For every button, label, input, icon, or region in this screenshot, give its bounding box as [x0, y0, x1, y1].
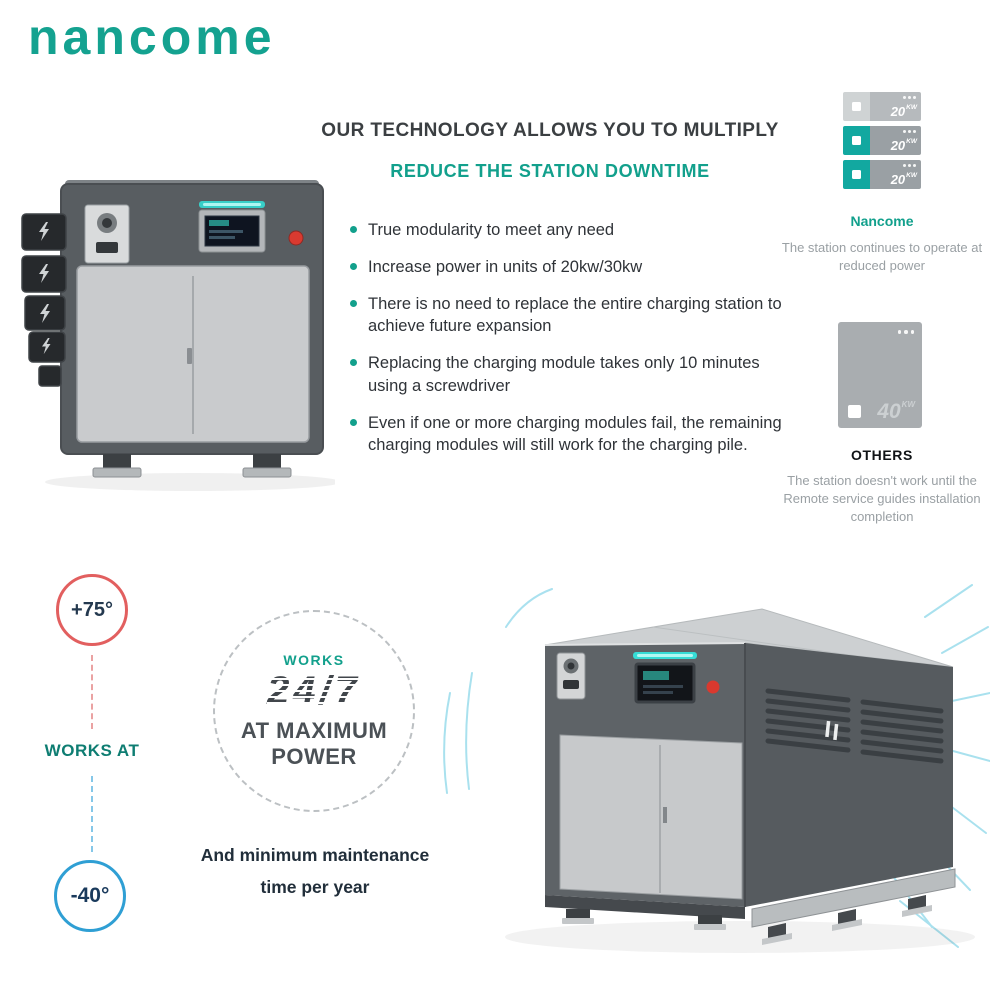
- side-vents-icon: [765, 688, 944, 764]
- module-body: 20KW: [870, 126, 921, 155]
- nancome-modules-panel: 20KW 20KW 20KW: [843, 92, 921, 194]
- charging-station-3d-illustration: [443, 584, 990, 953]
- main-title: OUR TECHNOLOGY ALLOWS YOU TO MULTIPLY: [321, 120, 779, 141]
- bullet-icon: [350, 226, 357, 233]
- station-base-3d: [545, 868, 956, 945]
- bullet-icon: [350, 418, 357, 426]
- temperature-connector-line-bottom: [91, 776, 93, 852]
- module-body: 20KW: [870, 92, 921, 121]
- module-power-label: 20KW: [890, 104, 917, 119]
- nancome-brand-label: Nancome: [850, 213, 914, 229]
- nancome-description: The station continues to operate at redu…: [781, 240, 983, 274]
- feature-item: There is no need to replace the entire c…: [350, 293, 792, 337]
- module-dots-icon: [903, 96, 916, 99]
- subtitle: REDUCE THE STATION DOWNTIME: [390, 161, 710, 181]
- temperature-connector-line-top: [91, 655, 93, 729]
- feature-text: Even if one or more charging modules fai…: [368, 413, 782, 454]
- power-module-active: 20KW: [843, 160, 921, 189]
- feature-item: Increase power in units of 20kw/30kw: [350, 256, 792, 278]
- works-at-label: WORKS AT: [44, 741, 140, 760]
- max-temperature-badge: +75°: [56, 574, 128, 646]
- maintenance-line2: time per year: [260, 877, 370, 897]
- module-power-label: 40KW: [877, 400, 915, 423]
- emergency-stop-button: [706, 680, 720, 694]
- nancome-logo: nancome: [28, 9, 276, 65]
- charging-socket-panel: [84, 204, 130, 264]
- badge-line1: AT MAXIMUM: [240, 718, 388, 743]
- others-module-40kw: 40KW: [838, 322, 922, 428]
- feature-list: True modularity to meet any need Increas…: [350, 219, 792, 471]
- module-dots-icon: [897, 330, 914, 334]
- charging-station-front-illustration: [21, 180, 335, 491]
- feature-text: Replacing the charging module takes only…: [368, 354, 760, 395]
- module-indicator-icon: [852, 136, 861, 145]
- works-24-7-badge: WORKS 24/7 AT MAXIMUM POWER: [213, 610, 415, 812]
- module-indicator-icon: [848, 405, 861, 418]
- badge-line2: POWER: [271, 744, 357, 769]
- min-temperature-badge: -40°: [54, 860, 126, 932]
- charging-socket-panel: [556, 652, 586, 700]
- module-dots-icon: [903, 164, 916, 167]
- module-indicator-icon: [852, 102, 861, 111]
- feature-item: Even if one or more charging modules fai…: [350, 412, 792, 456]
- feature-text: True modularity to meet any need: [368, 221, 615, 239]
- maintenance-note: And minimum maintenance time per year: [145, 845, 485, 898]
- module-indicator-icon: [852, 170, 861, 179]
- others-description: The station doesn't work until the Remot…: [783, 473, 981, 525]
- module-status-block: [843, 92, 870, 121]
- maintenance-line1: And minimum maintenance: [200, 845, 430, 865]
- module-status-block: [843, 160, 870, 189]
- others-brand-label: OTHERS: [851, 447, 913, 463]
- bullet-icon: [350, 263, 357, 271]
- badge-24-7-label: 24/7: [267, 669, 361, 713]
- module-power-label: 20KW: [890, 172, 917, 187]
- station-display: [633, 652, 697, 704]
- badge-works-label: WORKS: [283, 652, 345, 668]
- feature-item: Replacing the charging module takes only…: [350, 352, 792, 396]
- power-module-failed: 20KW: [843, 92, 921, 121]
- feature-text: There is no need to replace the entire c…: [368, 295, 782, 336]
- power-module-active: 20KW: [843, 126, 921, 155]
- emergency-stop-button: [288, 230, 304, 246]
- charging-connectors: [21, 213, 67, 387]
- module-power-label: 20KW: [890, 138, 917, 153]
- bullet-icon: [350, 359, 357, 367]
- feature-item: True modularity to meet any need: [350, 219, 792, 241]
- side-handle-icon: [825, 720, 839, 741]
- module-dots-icon: [903, 130, 916, 133]
- station-display: [198, 201, 266, 253]
- module-body: 20KW: [870, 160, 921, 189]
- bullet-icon: [350, 300, 357, 308]
- station-body-3d: [544, 608, 954, 907]
- module-status-block: [843, 126, 870, 155]
- station-feet: [92, 454, 292, 478]
- feature-text: Increase power in units of 20kw/30kw: [368, 258, 643, 277]
